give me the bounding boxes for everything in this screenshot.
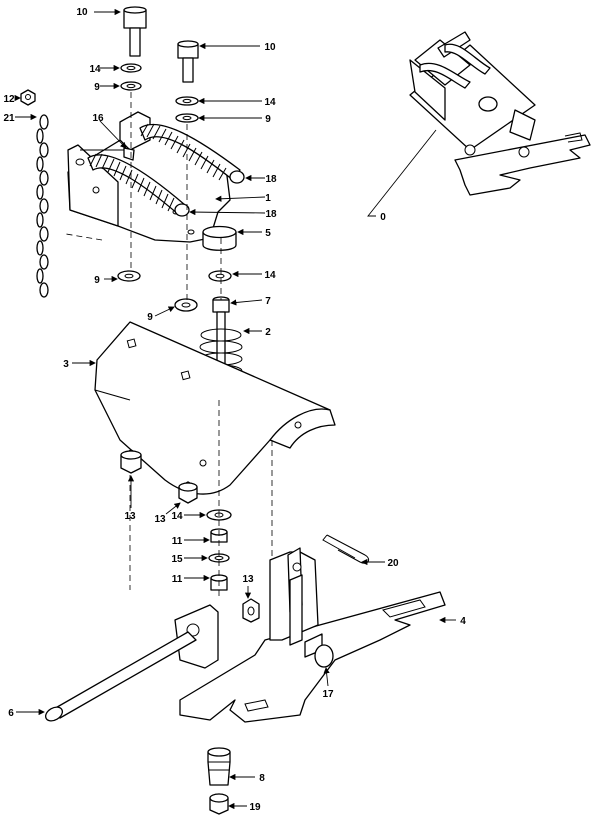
callout-10b: 10 bbox=[264, 42, 276, 53]
callout-13c: 13 bbox=[242, 574, 254, 585]
callout-18b: 18 bbox=[265, 209, 277, 220]
callout-4: 4 bbox=[460, 616, 466, 627]
hair-pin-clip bbox=[322, 534, 370, 564]
callout-8: 8 bbox=[259, 773, 265, 784]
bottom-nut bbox=[209, 793, 229, 815]
center-stack bbox=[206, 509, 232, 591]
washers-middle bbox=[117, 270, 232, 312]
callout-0: 0 bbox=[380, 212, 386, 223]
upper-bracket-with-springs bbox=[67, 111, 245, 243]
hex-nuts bbox=[120, 449, 260, 623]
callout-20: 20 bbox=[387, 558, 399, 569]
callout-numbers: 10 10 14 9 14 9 12 21 16 18 1 18 5 9 14 … bbox=[3, 7, 466, 813]
callout-5: 5 bbox=[265, 228, 271, 239]
assembled-unit-illustration bbox=[409, 31, 591, 196]
callout-14d: 14 bbox=[171, 511, 183, 522]
callout-19: 19 bbox=[249, 802, 261, 813]
alignment-lines bbox=[65, 92, 273, 605]
callout-1: 1 bbox=[265, 193, 271, 204]
bolt-upper-right bbox=[177, 40, 199, 83]
chain bbox=[36, 114, 49, 298]
washers-top bbox=[120, 63, 199, 123]
callout-9d: 9 bbox=[147, 312, 153, 323]
rubber-cap bbox=[202, 225, 237, 251]
callout-14b: 14 bbox=[264, 97, 276, 108]
callout-14a: 14 bbox=[89, 64, 101, 75]
long-pin bbox=[44, 631, 197, 722]
curved-mounting-plate bbox=[94, 321, 336, 495]
callout-3: 3 bbox=[63, 359, 69, 370]
callout-14c: 14 bbox=[264, 270, 276, 281]
callout-9c: 9 bbox=[94, 275, 100, 286]
base-plate bbox=[174, 547, 446, 723]
callout-9b: 9 bbox=[265, 114, 271, 125]
callout-16: 16 bbox=[92, 113, 104, 124]
callout-13b: 13 bbox=[154, 514, 166, 525]
callout-9a: 9 bbox=[94, 82, 100, 93]
leader-lines bbox=[14, 8, 456, 810]
callout-21: 21 bbox=[3, 113, 15, 124]
knob bbox=[304, 633, 334, 668]
small-nut bbox=[20, 89, 36, 106]
callout-17: 17 bbox=[322, 689, 334, 700]
callout-7: 7 bbox=[265, 296, 271, 307]
callout-18a: 18 bbox=[265, 174, 277, 185]
callout-13a: 13 bbox=[124, 511, 136, 522]
callout-10a: 10 bbox=[76, 7, 88, 18]
callout-11a: 11 bbox=[172, 536, 183, 547]
callout-2: 2 bbox=[265, 327, 271, 338]
bottom-fitting bbox=[207, 747, 231, 786]
callout-12: 12 bbox=[3, 94, 15, 105]
bolt-upper-left bbox=[123, 6, 147, 57]
callout-6: 6 bbox=[8, 708, 14, 719]
callout-11b: 11 bbox=[172, 574, 183, 585]
callout-15: 15 bbox=[171, 554, 183, 565]
